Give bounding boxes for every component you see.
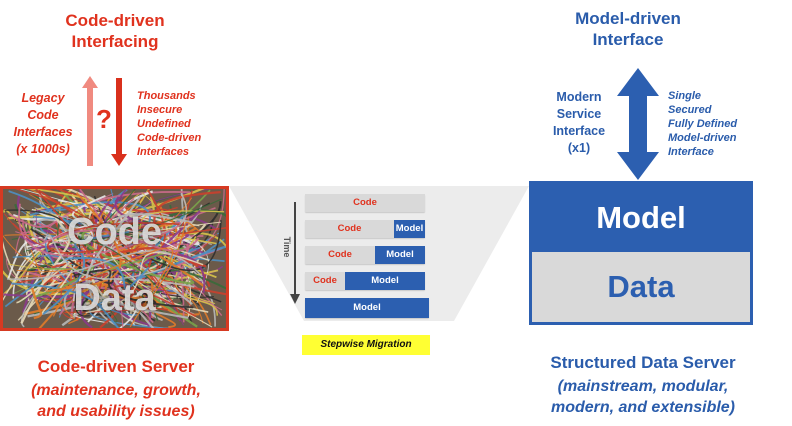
box-data-layer: Data (532, 252, 750, 322)
down-arrow-icon (111, 78, 127, 166)
code-driven-server-desc: (maintenance, growth, and usability issu… (0, 380, 232, 422)
label-line: Secured (668, 104, 712, 116)
label-line: Legacy (21, 91, 65, 105)
structured-data-server-desc: (mainstream, modular, modern, and extens… (530, 376, 756, 418)
desc-line: (mainstream, modular, (557, 378, 729, 395)
label-line: Interface (668, 146, 714, 158)
code-driven-interfacing-title: Code-driven Interfacing (40, 10, 190, 52)
desc-line: (maintenance, growth, (31, 382, 201, 399)
migration-bar: Code (305, 194, 425, 212)
code-driven-server-box: Code Data (0, 186, 229, 331)
structured-data-server-box: Model Data (529, 181, 753, 325)
migration-bar: Code Model (305, 220, 425, 238)
migration-bar: Code Model (305, 246, 425, 264)
label-line: Modern (556, 90, 602, 104)
stepwise-migration-caption: Stepwise Migration (302, 335, 430, 355)
label-line: Thousands (137, 90, 196, 102)
migration-bar: Model (305, 298, 429, 318)
bar-code-segment: Code (305, 194, 425, 212)
legacy-interfaces-label: Legacy Code Interfaces (x 1000s) (4, 90, 82, 158)
modern-service-interface-label: Modern Service Interface (x1) (540, 89, 618, 157)
label-line: (x1) (567, 141, 591, 155)
code-driven-server-title: Code-driven Server (37, 357, 195, 376)
up-arrow-icon (82, 76, 98, 166)
bar-code-segment: Code (305, 246, 375, 264)
box-model-layer: Model (532, 184, 750, 252)
label-line: Fully Defined (668, 118, 738, 130)
label-line: Interface (552, 124, 606, 138)
migration-bar: Code Model (305, 272, 425, 290)
structured-data-server-title: Structured Data Server (550, 353, 736, 372)
label-line: Undefined (137, 118, 191, 130)
bar-code-segment: Code (305, 220, 394, 238)
box-data-text: Data (73, 277, 156, 319)
label-line: Insecure (137, 104, 183, 116)
label-line: Code (27, 108, 59, 122)
title-line: Interfacing (71, 32, 159, 51)
desc-line: and usability issues) (37, 403, 195, 420)
code-interface-arrows (82, 76, 127, 166)
model-driven-interface-title: Model-driven Interface (548, 8, 708, 50)
box-code-text: Code (67, 211, 162, 253)
bar-model-segment: Model (305, 298, 429, 318)
double-arrow-icon (617, 68, 659, 180)
label-line: Interfaces (137, 146, 189, 158)
thousands-interfaces-label: Thousands Insecure Undefined Code-driven… (137, 89, 217, 159)
title-line: Interface (592, 30, 664, 49)
label-line: Code-driven (137, 132, 202, 144)
bar-model-segment: Model (345, 272, 425, 290)
single-secured-interface-label: Single Secured Fully Defined Model-drive… (668, 89, 778, 159)
bar-model-segment: Model (394, 220, 425, 238)
label-line: Single (668, 90, 702, 102)
label-line: Model-driven (668, 132, 737, 144)
bar-code-segment: Code (305, 272, 345, 290)
label-line: Interfaces (13, 125, 73, 139)
desc-line: modern, and extensible) (550, 399, 736, 416)
time-label: Time (282, 236, 292, 258)
label-line: (x 1000s) (16, 142, 70, 156)
title-line: Model-driven (575, 9, 681, 28)
label-line: Service (556, 107, 602, 121)
title-line: Code-driven (65, 11, 165, 30)
tangled-wires-image (3, 189, 226, 328)
bar-model-segment: Model (375, 246, 425, 264)
question-mark: ? (96, 104, 112, 134)
time-arrow-icon (290, 202, 300, 304)
